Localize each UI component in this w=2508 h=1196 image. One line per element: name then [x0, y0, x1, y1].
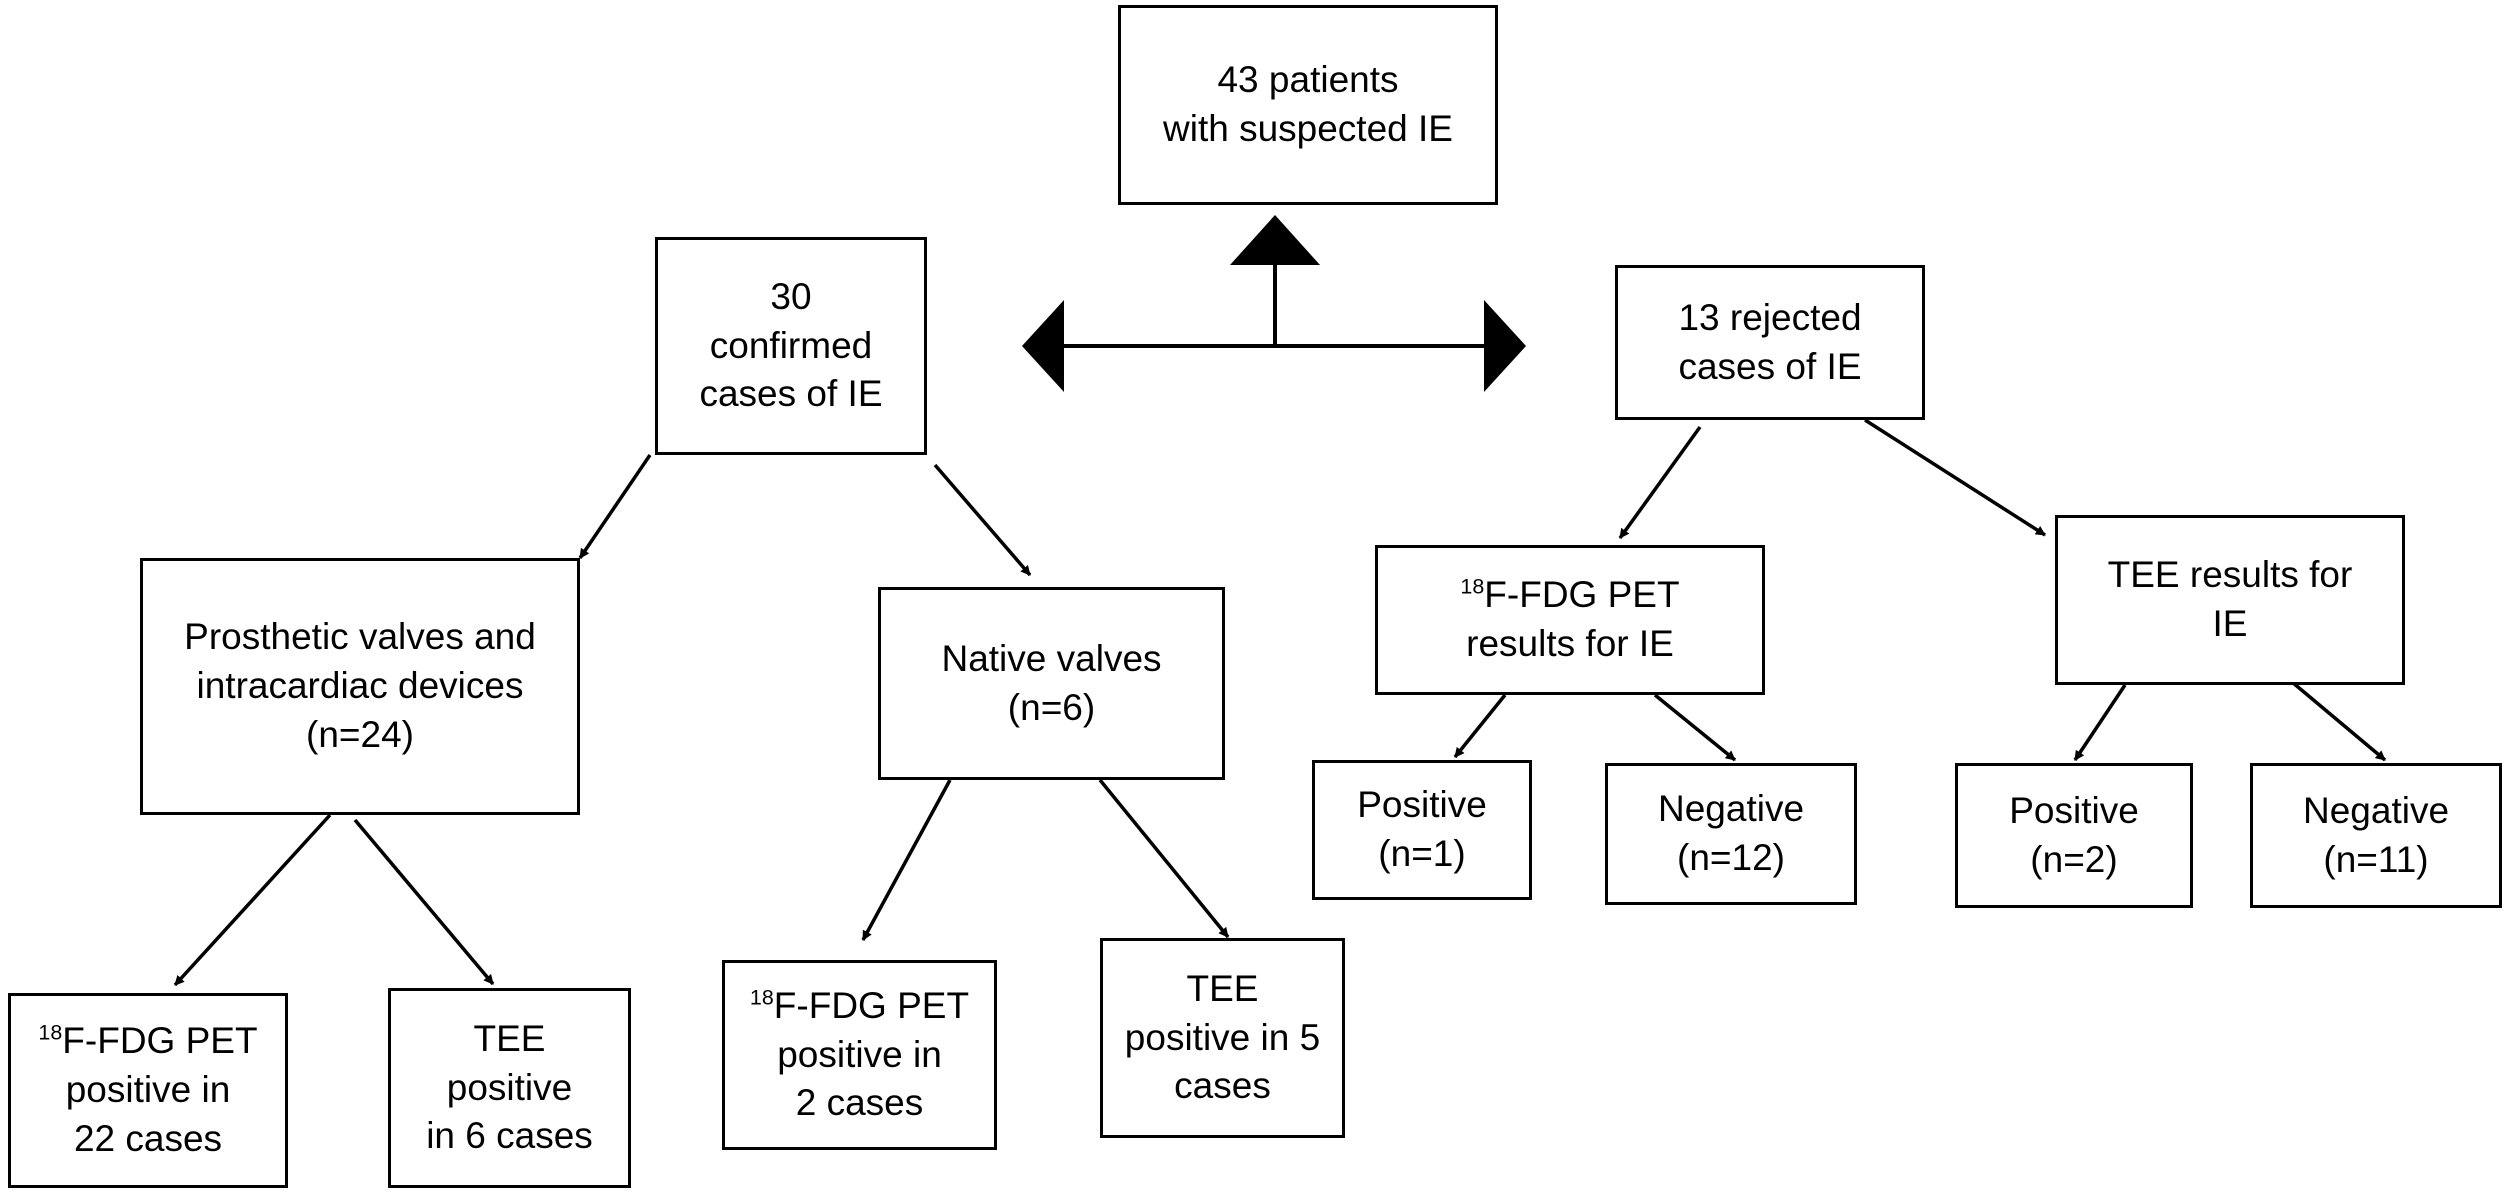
edge-tee-positive — [2073, 684, 2127, 761]
pet-negative-node: Negative (n=12) — [1605, 763, 1857, 905]
confirmed-cases-node: 30 confirmed cases of IE — [655, 237, 927, 455]
edge-pet-negative — [1653, 693, 1737, 762]
split-arrowhead-up — [1230, 215, 1320, 265]
tee-positive-node: Positive (n=2) — [1955, 763, 2193, 908]
native-valves-node: Native valves (n=6) — [878, 587, 1225, 780]
native-tee-positive-node: TEE positive in 5 cases — [1100, 938, 1345, 1138]
split-arrowhead-left — [1022, 300, 1064, 392]
edge-rejected-pet — [1618, 425, 1702, 540]
edge-rejected-tee — [1864, 418, 2046, 537]
edge-confirmed-prosthetic — [578, 454, 652, 559]
edge-prosthetic-tee — [353, 818, 495, 986]
edge-pet-positive — [1453, 693, 1507, 759]
edge-prosthetic-pet — [173, 813, 332, 987]
native-pet-positive-node: 18F-FDG PET positive in 2 cases — [722, 960, 997, 1150]
edge-native-tee — [1098, 778, 1230, 939]
tee-negative-node: Negative (n=11) — [2250, 763, 2502, 908]
edge-tee-negative — [2290, 680, 2387, 762]
pet-results-rejected-node: 18F-FDG PET results for IE — [1375, 545, 1765, 695]
prosthetic-tee-positive-node: TEE positive in 6 cases — [388, 988, 631, 1188]
edge-confirmed-native — [933, 463, 1032, 577]
rejected-cases-node: 13 rejected cases of IE — [1615, 265, 1925, 420]
prosthetic-valves-node: Prosthetic valves and intracardiac devic… — [140, 558, 580, 815]
split-arrowhead-right — [1484, 300, 1526, 392]
pet-positive-node: Positive (n=1) — [1312, 760, 1532, 900]
tee-results-rejected-node: TEE results for IE — [2055, 515, 2405, 685]
edge-native-pet — [861, 779, 952, 941]
prosthetic-pet-positive-node: 18F-FDG PET positive in 22 cases — [8, 993, 288, 1188]
root-node: 43 patients with suspected IE — [1118, 5, 1498, 205]
